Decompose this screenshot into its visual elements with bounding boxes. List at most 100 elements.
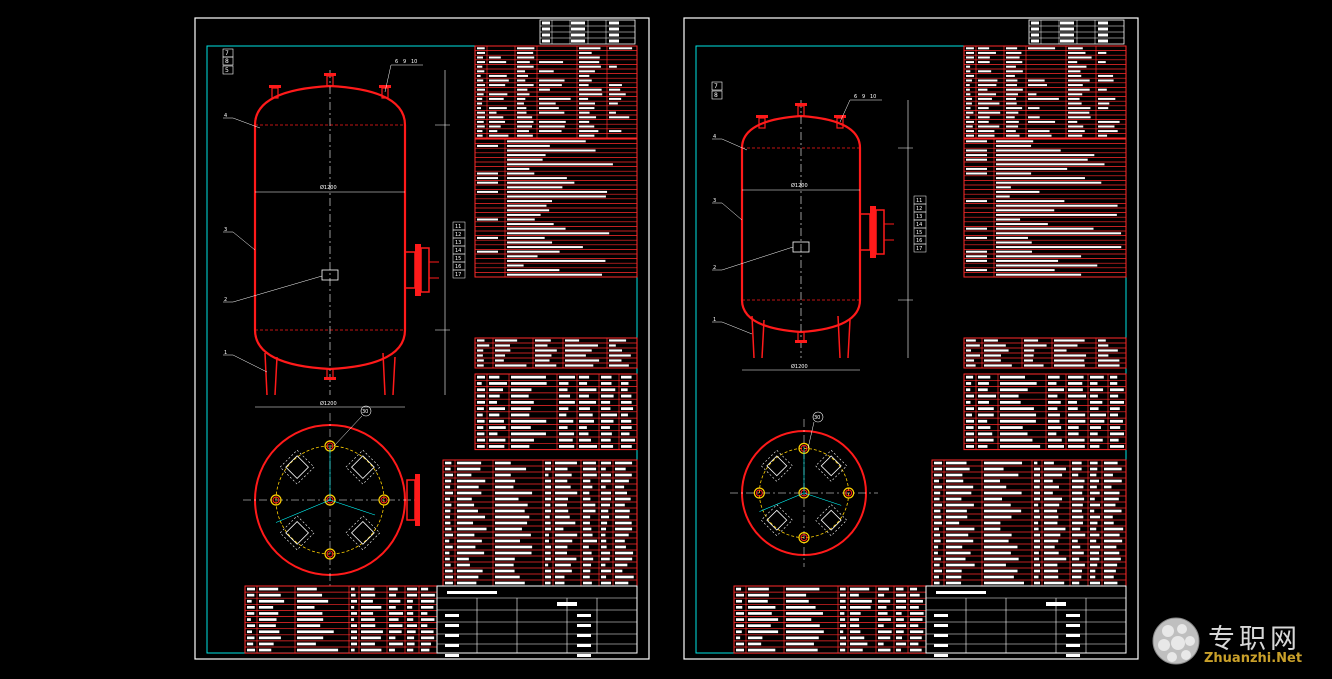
table-cell-text bbox=[489, 413, 500, 417]
table-cell-text bbox=[555, 467, 568, 471]
table-cell-text bbox=[1006, 130, 1016, 133]
title-block-border bbox=[436, 585, 638, 654]
table-cell-text bbox=[934, 545, 939, 549]
table-cell-text bbox=[445, 557, 450, 561]
table-cell-text bbox=[1006, 79, 1018, 82]
table-cell-text bbox=[984, 339, 998, 342]
table-cell-text bbox=[511, 375, 546, 379]
table-cell-text bbox=[1044, 497, 1063, 501]
table-cell-text bbox=[1068, 79, 1090, 82]
table-cell-text bbox=[1110, 375, 1118, 379]
table-cell-text bbox=[978, 70, 992, 73]
table-cell-text bbox=[489, 419, 504, 423]
leg-pad bbox=[285, 455, 309, 479]
table-cell-text bbox=[477, 144, 498, 147]
table-cell-text bbox=[1090, 545, 1100, 549]
table-cell-text bbox=[984, 479, 1000, 483]
nozzle-plan-inner bbox=[380, 496, 388, 504]
table-cell-text bbox=[946, 461, 967, 465]
table-cell-text bbox=[1006, 47, 1018, 50]
table-cell-text bbox=[609, 111, 616, 114]
table-cell-text bbox=[615, 491, 628, 495]
table-cell-text bbox=[1024, 364, 1044, 367]
table-cell-text bbox=[579, 116, 597, 119]
table-cell-text bbox=[445, 485, 451, 489]
table-cell-text bbox=[297, 606, 315, 609]
tb-text bbox=[1098, 27, 1108, 31]
table-cell-text bbox=[984, 575, 1014, 579]
table-cell-text bbox=[966, 432, 974, 436]
table-cell-text bbox=[996, 163, 1105, 166]
table-cell-text bbox=[1104, 569, 1116, 573]
table-cell-text bbox=[489, 120, 506, 123]
table-cell-text bbox=[489, 426, 506, 429]
table-cell-text bbox=[878, 642, 884, 646]
table-cell-text bbox=[966, 382, 972, 385]
table-cell-text bbox=[1068, 382, 1083, 385]
table-cell-text bbox=[579, 56, 600, 59]
table-cell-text bbox=[966, 125, 973, 128]
table-cell-text bbox=[1110, 413, 1118, 417]
table-cell-text bbox=[934, 473, 942, 477]
table-cell-text bbox=[736, 587, 742, 591]
sheet-frame bbox=[683, 17, 1139, 660]
table-cell-text bbox=[495, 349, 511, 352]
table-cell-text bbox=[539, 107, 559, 110]
table-cell-text bbox=[389, 618, 399, 621]
table-cell-text bbox=[966, 400, 971, 404]
table-cell-text bbox=[535, 344, 548, 347]
table-cell-text bbox=[1048, 394, 1058, 398]
table-cell-text bbox=[786, 648, 818, 652]
table-cell-text bbox=[477, 79, 484, 82]
table-cell-text bbox=[517, 130, 529, 133]
table-cell-text bbox=[507, 269, 560, 272]
table-cell-text bbox=[1000, 432, 1028, 436]
table-cell-text bbox=[389, 642, 403, 646]
nozzle-plan bbox=[324, 548, 336, 560]
table-cell-text bbox=[507, 172, 535, 175]
table-cell-text bbox=[736, 618, 744, 621]
right-item-label: 12 bbox=[455, 232, 461, 238]
tb-text bbox=[577, 634, 591, 637]
table-cell-text bbox=[583, 563, 592, 567]
table-cell-text bbox=[1068, 130, 1085, 133]
table-cell-text bbox=[934, 527, 940, 531]
table-cell-text bbox=[1098, 97, 1116, 100]
table-cell-text bbox=[996, 190, 1040, 193]
table-cell-text bbox=[489, 84, 506, 87]
nozzle-plan bbox=[753, 487, 765, 499]
table-cell-text bbox=[579, 97, 589, 100]
table-cell-text bbox=[966, 84, 970, 87]
leader-label: 3 bbox=[224, 227, 227, 233]
table-cell-text bbox=[445, 545, 453, 549]
table-cell-text bbox=[489, 111, 497, 114]
table-cell-text bbox=[910, 599, 923, 603]
table-cell-text bbox=[407, 636, 415, 640]
table-cell-text bbox=[351, 599, 357, 603]
table-cell-text bbox=[601, 569, 611, 573]
table-cell-text bbox=[495, 479, 516, 483]
table-cell-text bbox=[934, 551, 938, 555]
table-cell-text bbox=[583, 557, 594, 561]
table-cell-text bbox=[477, 218, 498, 221]
table-cell-text bbox=[878, 606, 887, 609]
table-cell-text bbox=[978, 120, 989, 123]
leg-base bbox=[760, 449, 793, 482]
table-cell-text bbox=[1090, 575, 1096, 579]
table-cell-text bbox=[583, 539, 597, 543]
table-cell-text bbox=[1028, 130, 1050, 133]
table-cell-text bbox=[1072, 479, 1085, 483]
table-cell-text bbox=[259, 599, 285, 603]
table-cell-text bbox=[1044, 557, 1067, 561]
table-cell-text bbox=[583, 467, 597, 471]
table-cell-text bbox=[507, 186, 563, 189]
table-cell-text bbox=[946, 467, 970, 471]
table-cell-text bbox=[297, 593, 323, 597]
table-cell-text bbox=[840, 636, 846, 640]
table-cell-text bbox=[407, 587, 417, 591]
table-cell-text bbox=[1072, 563, 1085, 567]
tb-text bbox=[609, 27, 619, 31]
table-cell-text bbox=[351, 642, 357, 646]
nozzle-flange bbox=[269, 85, 281, 88]
